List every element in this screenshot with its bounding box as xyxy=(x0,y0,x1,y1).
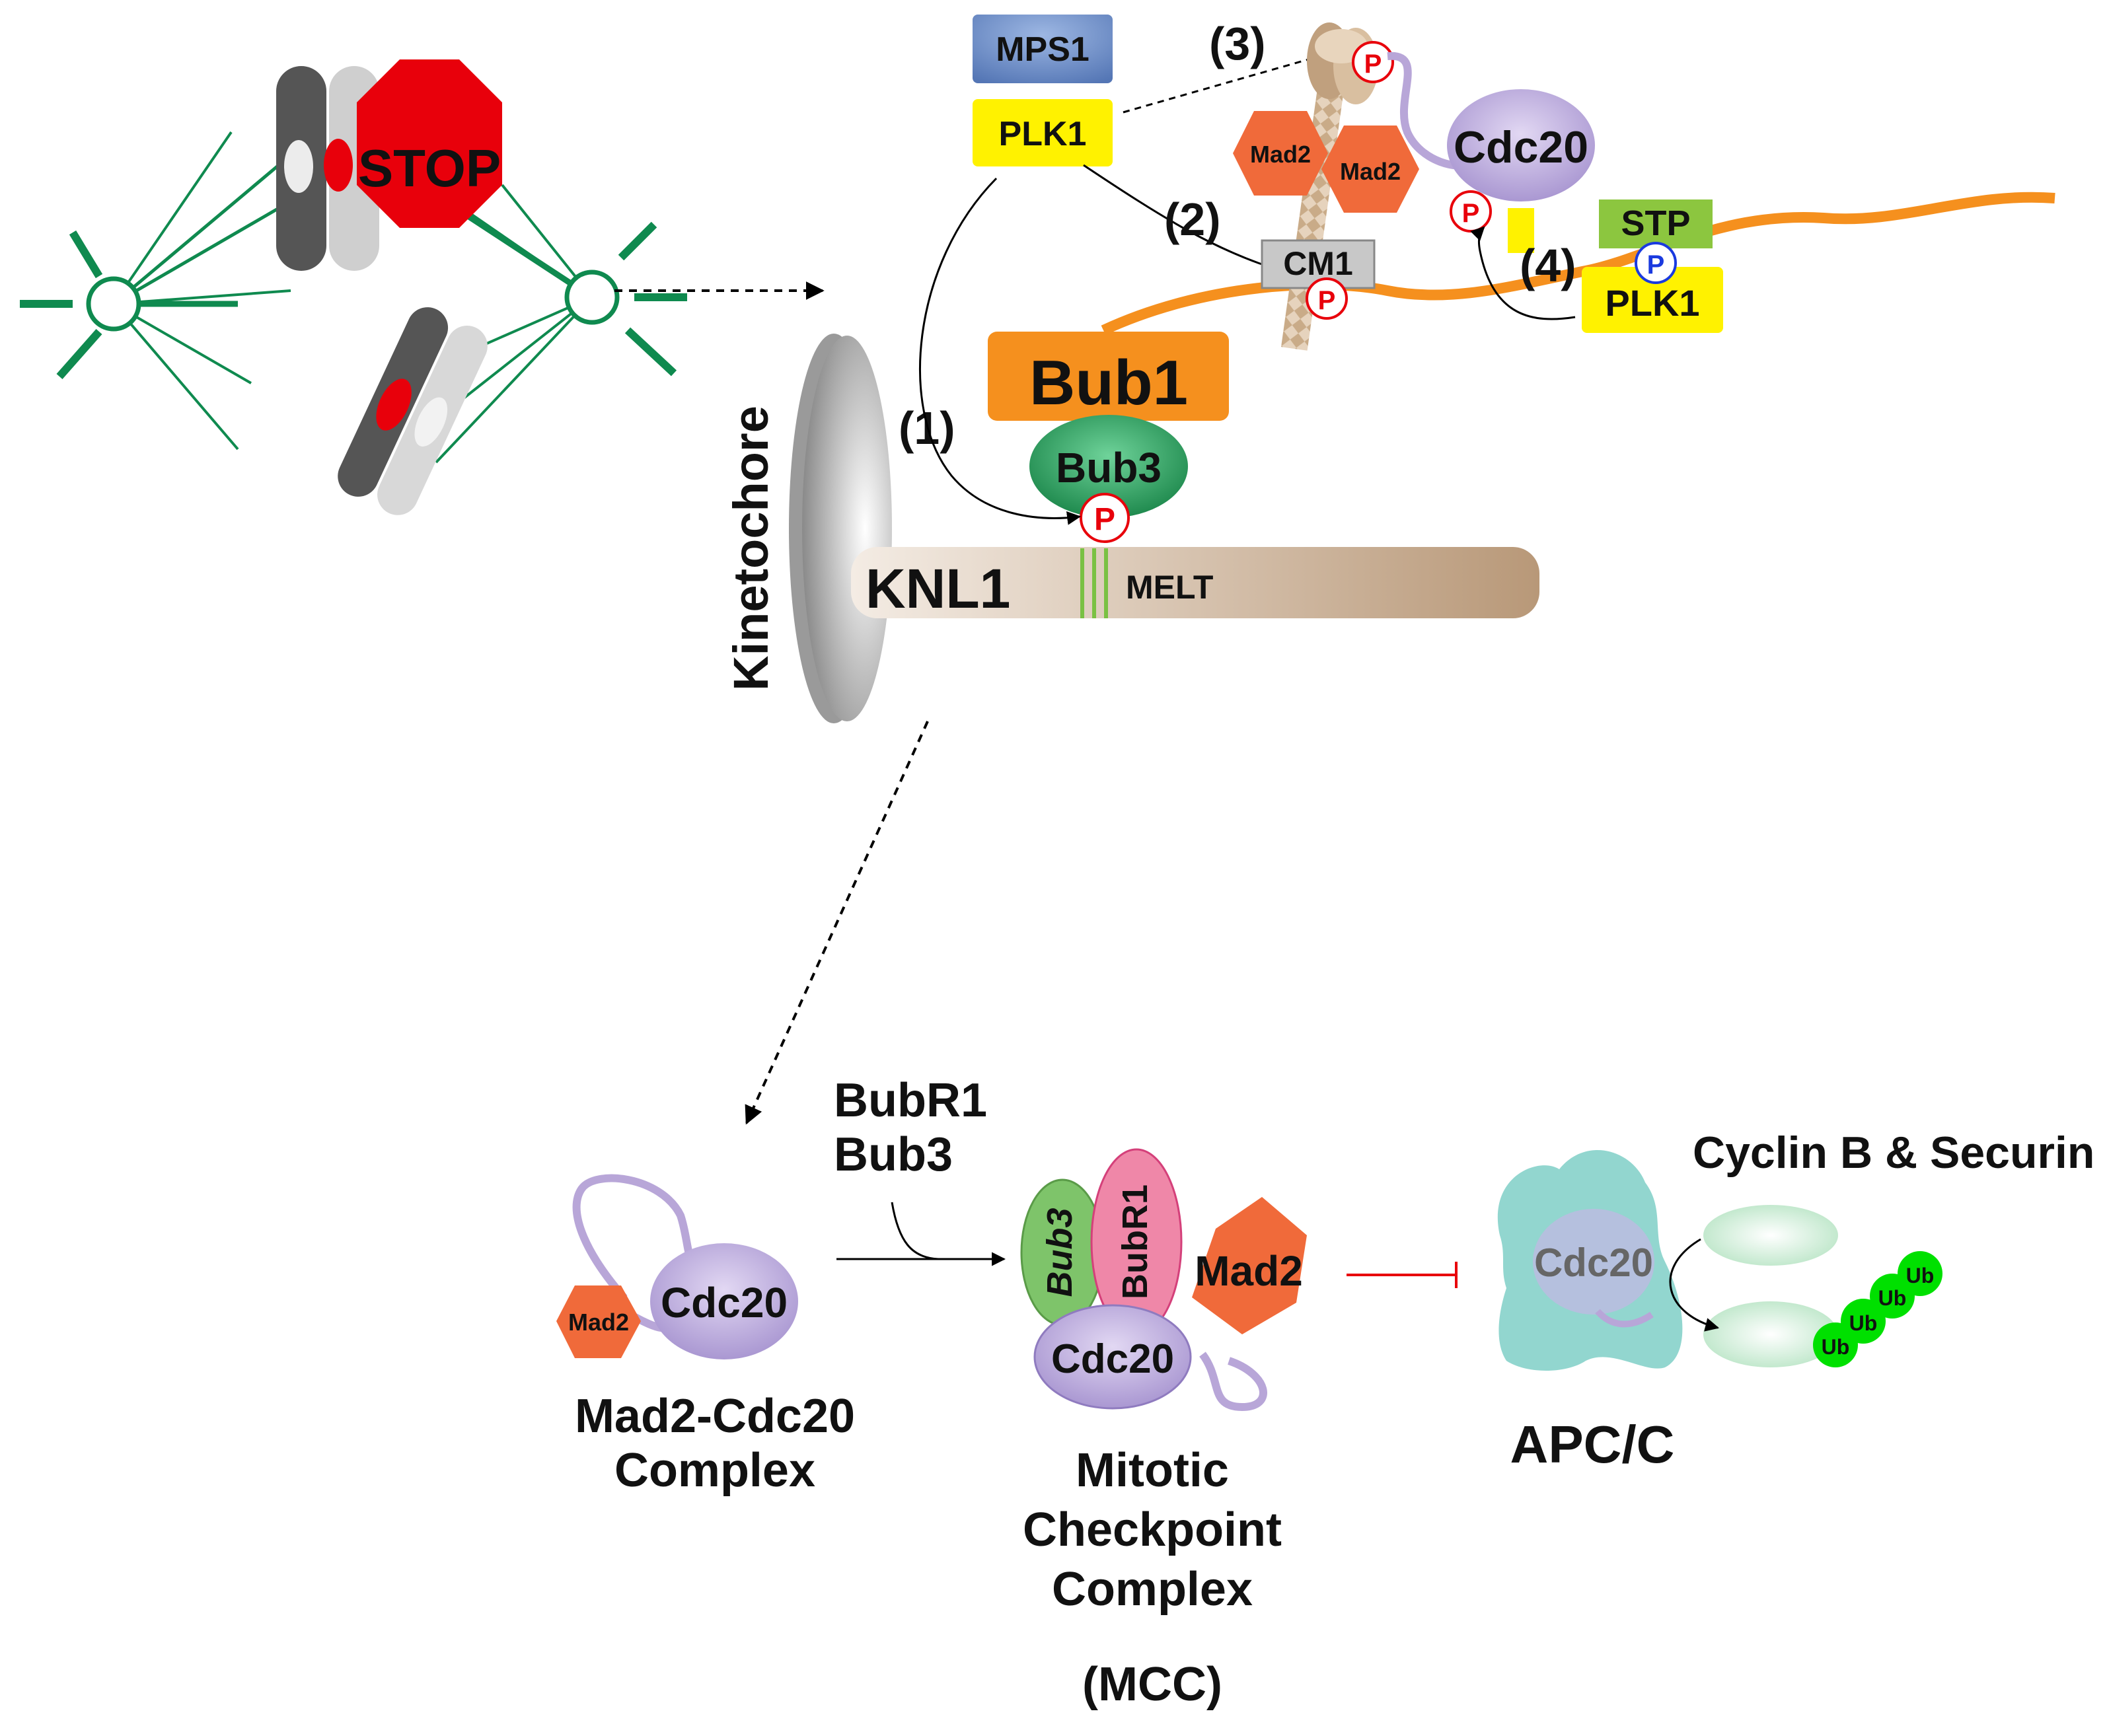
kinetochore-label: Kinetochore xyxy=(723,406,778,691)
mad2-cdc20-complex: Cdc20 Mad2 Mad2-Cdc20 Complex xyxy=(556,1174,855,1497)
apcc-label: APC/C xyxy=(1510,1415,1675,1474)
stp-box xyxy=(1599,199,1713,248)
plk1-box-right xyxy=(1582,267,1723,333)
phosphate-label: P xyxy=(1318,286,1336,315)
cdc20-label-apcc: Cdc20 xyxy=(1534,1241,1653,1285)
phosphate-icon: P xyxy=(1635,242,1677,284)
phosphate-label-blue: P xyxy=(1647,250,1665,279)
substrates: Cyclin B & Securin Ub Ub Ub Ub xyxy=(1669,1128,2094,1367)
ubiquitination-arrow xyxy=(1669,1238,1720,1332)
mcc-complex: Bub3 BubR1 Mad2 Cdc20 Mitotic Checkpoint… xyxy=(1020,1148,1307,1711)
ub-label: Ub xyxy=(1878,1286,1907,1310)
step-1-arrow xyxy=(919,177,1082,525)
mad2-hexagon-mcc xyxy=(1192,1197,1307,1334)
cdc20-oval-apcc xyxy=(1533,1209,1654,1315)
mcc-title-line4: (MCC) xyxy=(1082,1658,1222,1711)
plk1-label-right: PLK1 xyxy=(1605,282,1699,324)
mad2-label-mcc: Mad2 xyxy=(1195,1247,1303,1295)
spindle-pole-icon xyxy=(86,276,141,332)
bubr1-bub3-addition: BubR1 Bub3 xyxy=(834,1074,1006,1266)
cdc20-oval-complex xyxy=(650,1243,798,1359)
mad2-label-right: Mad2 xyxy=(1340,158,1401,185)
abba-motif xyxy=(1508,208,1534,253)
cdc20-tail-mcc xyxy=(1199,1352,1267,1412)
cdc20-label-top: Cdc20 xyxy=(1454,122,1588,172)
melt-motif xyxy=(1080,548,1108,618)
stop-sign-icon: STOP xyxy=(357,59,502,228)
kinase-pathway: MPS1 PLK1 (3) (2) P Mad2 Mad2 Cdc20 P C xyxy=(973,15,1723,351)
mcc-title-line3: Complex xyxy=(1052,1563,1253,1616)
bubr1-label-mcc: BubR1 xyxy=(1115,1184,1155,1299)
kinetochore-disc-icon xyxy=(789,334,892,723)
substrates-label: Cyclin B & Securin xyxy=(1693,1128,2094,1178)
chromosome-icon xyxy=(338,307,488,515)
spindle-illustration: STOP xyxy=(20,59,825,515)
bub3-label: Bub3 xyxy=(1056,444,1162,491)
kinetochore-module: Kinetochore KNL1 MELT Bub1 Bub3 P (1) xyxy=(723,177,2055,723)
phosphate-icon: P xyxy=(1450,190,1492,233)
step-4-label: (4) xyxy=(1520,240,1576,291)
step-3-label: (3) xyxy=(1209,18,1266,69)
phosphate-icon: P xyxy=(1080,493,1130,543)
mad2-hexagon-right xyxy=(1321,126,1419,213)
cdc20-label-mcc: Cdc20 xyxy=(1051,1336,1174,1382)
ub-label: Ub xyxy=(1906,1264,1935,1287)
cdc20-label-complex: Cdc20 xyxy=(661,1279,788,1326)
inhibition-symbol xyxy=(1347,1262,1458,1288)
step-3-arrow xyxy=(1123,50,1333,114)
apcc-complex: Cdc20 APC/C xyxy=(1497,1150,1683,1474)
stop-label: STOP xyxy=(358,139,501,198)
complex-title-line1: Mad2-Cdc20 xyxy=(575,1390,855,1443)
cdc20-oval-top xyxy=(1447,89,1595,201)
bubr1-bub3-line1: BubR1 xyxy=(834,1074,987,1127)
ub-label: Ub xyxy=(1822,1335,1850,1359)
ub-label: Ub xyxy=(1849,1311,1878,1335)
substrate-oval-bottom xyxy=(1703,1301,1838,1367)
knl1-label: KNL1 xyxy=(866,558,1010,620)
mad2-hexagon-left xyxy=(1233,111,1328,196)
spindle-fibers xyxy=(112,131,594,464)
bub1-box xyxy=(988,332,1229,421)
spindle-pole-icon xyxy=(564,270,620,325)
mcc-formation-join xyxy=(891,1202,939,1260)
spindle-asters xyxy=(20,221,687,379)
substrate-oval-top xyxy=(1703,1205,1838,1266)
mcc-title-line1: Mitotic xyxy=(1076,1444,1229,1497)
mad2-label-small: Mad2 xyxy=(568,1309,629,1336)
mps1-box xyxy=(973,15,1113,83)
bub1-label: Bub1 xyxy=(1029,347,1188,418)
bub3-oval xyxy=(1029,415,1188,518)
complex-title-line2: Complex xyxy=(614,1444,815,1497)
cdc20-tail-apcc xyxy=(1595,1309,1654,1328)
step-2-label: (2) xyxy=(1164,194,1221,245)
knl1-bar xyxy=(851,547,1539,618)
stp-label: STP xyxy=(1621,203,1690,243)
cm1-label: CM1 xyxy=(1283,245,1353,282)
phosphate-label: P xyxy=(1462,199,1480,228)
bub3-label-mcc: Bub3 xyxy=(1040,1208,1080,1297)
phosphate-icon: P xyxy=(1306,277,1348,320)
mad2-label-left: Mad2 xyxy=(1250,141,1311,168)
cdc20-oval-mcc xyxy=(1033,1304,1192,1410)
mcc-title-line2: Checkpoint xyxy=(1023,1503,1282,1556)
mps1-label: MPS1 xyxy=(996,30,1090,69)
plk1-box-top xyxy=(973,99,1113,166)
mad2-hexagon-small xyxy=(556,1285,641,1358)
phosphate-label: P xyxy=(1364,50,1382,79)
phosphate-label: P xyxy=(1094,502,1115,537)
kinetochore-to-mcc-arrow xyxy=(745,721,929,1125)
step-4-arrow xyxy=(1470,226,1576,320)
cdc20-tail-complex xyxy=(572,1174,698,1301)
bub1-tail xyxy=(1101,192,2055,336)
ubiquitin-icon: Ub xyxy=(1841,1299,1886,1344)
melt-label: MELT xyxy=(1126,569,1213,606)
phosphate-icon: P xyxy=(1352,41,1394,83)
bubr1-bub3-line2: Bub3 xyxy=(834,1128,953,1181)
ubiquitin-icon: Ub xyxy=(1898,1251,1942,1296)
plk1-label-top: PLK1 xyxy=(999,115,1087,153)
